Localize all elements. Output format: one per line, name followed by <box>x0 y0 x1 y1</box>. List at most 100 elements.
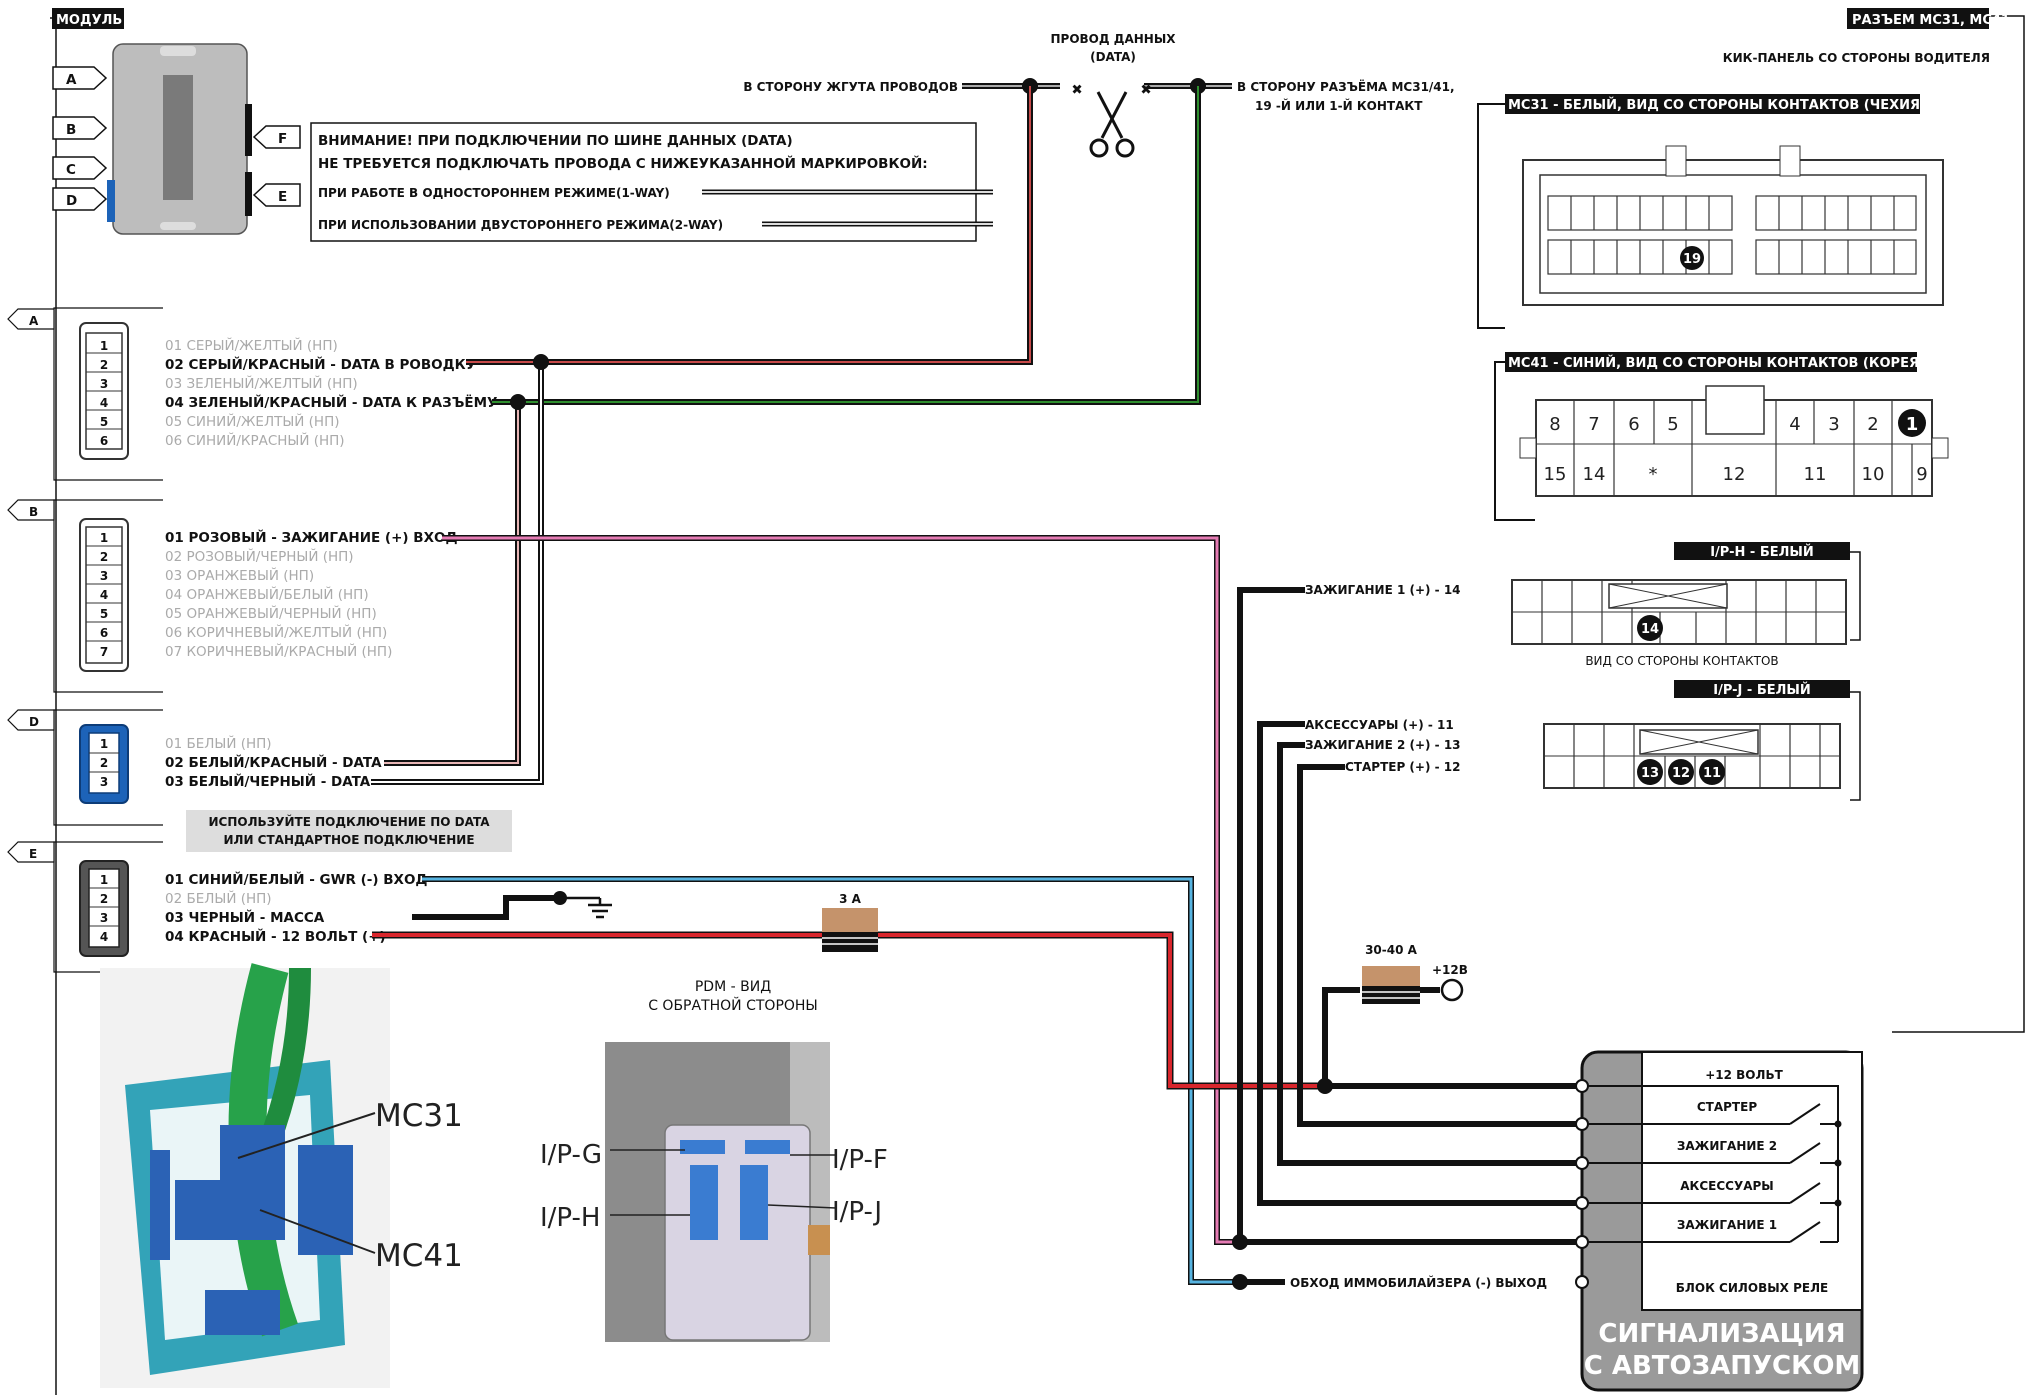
svg-text:4: 4 <box>1789 414 1800 435</box>
wiring <box>371 86 1585 1290</box>
d-wire-2: 02 БЕЛЫЙ/КРАСНЫЙ - DATA <box>165 754 382 771</box>
svg-text:2: 2 <box>1867 414 1878 435</box>
svg-text:6: 6 <box>1628 414 1639 435</box>
ip-h-pin-14: 14 <box>1641 622 1659 637</box>
pdm-ipf-label: I/P-F <box>832 1145 888 1175</box>
connector-b-pins: 1 2 3 4 5 6 7 <box>86 531 122 659</box>
cut-mark-left: ✖ <box>1071 82 1082 98</box>
data-wire-title2: (DATA) <box>1090 50 1136 64</box>
pdm-iph-label: I/P-H <box>540 1203 600 1233</box>
mc31-title: MC31 - БЕЛЫЙ, ВИД СО СТОРОНЫ КОНТАКТОВ (… <box>1508 97 1926 113</box>
svg-text:3: 3 <box>100 775 108 789</box>
b-wire-2: 02 РОЗОВЫЙ/ЧЕРНЫЙ (НП) <box>165 547 354 565</box>
data-to-conn2: 19 -Й ИЛИ 1-Й КОНТАКТ <box>1255 98 1423 113</box>
svg-text:3: 3 <box>100 911 108 925</box>
kick-panel-photo: MC31 MC41 <box>100 963 463 1388</box>
wire-d02-white-red <box>384 402 521 766</box>
a-wire-3: 03 ЗЕЛЕНЫЙ/ЖЕЛТЫЙ (НП) <box>165 374 358 392</box>
relay-terminals <box>1575 1079 1589 1289</box>
connector-a-tag: A <box>29 314 39 328</box>
e-wire-2: 02 БЕЛЫЙ (НП) <box>165 889 272 907</box>
connector-e-tag: E <box>29 847 37 861</box>
relay-plus12: +12 ВОЛЬТ <box>1705 1068 1783 1082</box>
svg-text:1: 1 <box>100 339 108 353</box>
a-wire-5: 05 СИНИЙ/ЖЕЛТЫЙ (НП) <box>165 412 340 430</box>
svg-text:12: 12 <box>1723 464 1746 485</box>
module-connector-tags: A B C D F E <box>52 66 301 211</box>
svg-text:2: 2 <box>100 756 108 770</box>
connector-d-tag: D <box>29 715 39 729</box>
relay-contacts <box>1585 1085 1839 1243</box>
pdm-ipj-label: I/P-J <box>832 1197 882 1227</box>
svg-text:1: 1 <box>100 531 108 545</box>
connector-e-section: E 1 2 3 4 01 СИНИЙ/БЕЛЫЙ - GWR (-) ВХОД … <box>7 841 427 973</box>
e-wire-4: 04 КРАСНЫЙ - 12 ВОЛЬТ (+) <box>165 928 386 945</box>
b-wire-5: 05 ОРАНЖЕВЫЙ/ЧЕРНЫЙ (НП) <box>165 604 377 622</box>
relay-block-name: БЛОК СИЛОВЫХ РЕЛЕ <box>1676 1281 1828 1295</box>
svg-text:8: 8 <box>1549 414 1560 435</box>
out-ign2-label: ЗАЖИГАНИЕ 2 (+) - 13 <box>1305 738 1461 752</box>
svg-text:14: 14 <box>1583 464 1606 485</box>
scissors-icon <box>1089 91 1135 158</box>
ip-j-pin-13: 13 <box>1641 766 1659 781</box>
ip-h-title: I/P-H - БЕЛЫЙ <box>1710 544 1814 560</box>
pdm-caption2: С ОБРАТНОЙ СТОРОНЫ <box>648 996 818 1014</box>
svg-text:11: 11 <box>1804 464 1827 485</box>
module-tag-e: E <box>278 189 287 205</box>
svg-text:5: 5 <box>100 607 108 621</box>
right-header: РАЗЪЕМ MC31, MC41 КИК-ПАНЕЛЬ СО СТОРОНЫ … <box>1723 8 2025 1033</box>
svg-text:4: 4 <box>100 930 108 944</box>
wire-out-starter <box>1297 764 1585 1127</box>
note-line1: ИСПОЛЬЗУЙТЕ ПОДКЛЮЧЕНИЕ ПО DATA <box>208 814 490 829</box>
d-wire-1: 01 БЕЛЫЙ (НП) <box>165 734 272 752</box>
svg-text:7: 7 <box>100 645 108 659</box>
out-ign1-label: ЗАЖИГАНИЕ 1 (+) - 14 <box>1305 583 1461 597</box>
fuse-30-40a: 30-40 A +12В <box>1362 943 1468 1004</box>
svg-text:5: 5 <box>1667 414 1678 435</box>
mc41-connector: MC41 - СИНИЙ, ВИД СО СТОРОНЫ КОНТАКТОВ (… <box>1494 352 1949 521</box>
mc41-bottom-pins: 15 14 * 12 11 10 9 <box>1544 464 1928 485</box>
svg-text:10: 10 <box>1862 464 1885 485</box>
connector-b-tag: B <box>29 505 38 519</box>
b-wire-6: 06 КОРИЧНЕВЫЙ/ЖЕЛТЫЙ (НП) <box>165 623 387 641</box>
warning-line2: НЕ ТРЕБУЕТСЯ ПОДКЛЮЧАТЬ ПРОВОДА С НИЖЕУК… <box>318 155 928 172</box>
alarm-unit: +12 ВОЛЬТ СТАРТЕР ЗАЖИГАНИЕ 2 АКСЕССУАРЫ… <box>1575 1050 1864 1392</box>
b-wire-4: 04 ОРАНЖЕВЫЙ/БЕЛЫЙ (НП) <box>165 585 369 603</box>
svg-text:9: 9 <box>1916 464 1927 485</box>
cut-mark-right: ✖ <box>1140 82 1151 98</box>
relay-ign2: ЗАЖИГАНИЕ 2 <box>1677 1139 1777 1153</box>
wire-out-ign1 <box>1237 587 1585 1245</box>
relay-starter: СТАРТЕР <box>1697 1100 1757 1114</box>
warning-line1: ВНИМАНИЕ! ПРИ ПОДКЛЮЧЕНИИ ПО ШИНЕ ДАННЫХ… <box>318 133 793 149</box>
wire-out-acc <box>1257 721 1585 1206</box>
kick-mc31-label: MC31 <box>375 1098 463 1134</box>
e-wire-1: 01 СИНИЙ/БЕЛЫЙ - GWR (-) ВХОД <box>165 871 427 888</box>
wire-out-ign2 <box>1277 742 1585 1166</box>
wire-e03-black-ground <box>412 895 560 920</box>
ip-h-connector: I/P-H - БЕЛЫЙ 14 ВИД СО СТОРОНЫ КОНТАКТО… <box>1511 542 1861 668</box>
pdm-caption1: PDM - ВИД <box>695 979 771 995</box>
svg-text:3: 3 <box>1828 414 1839 435</box>
data-wire-title1: ПРОВОД ДАННЫХ <box>1051 32 1177 46</box>
alarm-title1: СИГНАЛИЗАЦИЯ <box>1598 1319 1845 1349</box>
svg-text:6: 6 <box>100 626 108 640</box>
e-wire-3: 03 ЧЕРНЫЙ - МАССА <box>165 909 325 926</box>
connector-b-section: B 1 2 3 4 5 6 7 01 РОЗОВЫЙ - ЗАЖИГАНИЕ (… <box>7 499 458 693</box>
right-header-subtitle: КИК-ПАНЕЛЬ СО СТОРОНЫ ВОДИТЕЛЯ <box>1723 51 1990 65</box>
ip-j-pin-11: 11 <box>1703 766 1721 781</box>
warning-twoway: ПРИ ИСПОЛЬЗОВАНИИ ДВУСТОРОННЕГО РЕЖИМА(2… <box>318 218 723 232</box>
b-wire-7: 07 КОРИЧНЕВЫЙ/КРАСНЫЙ (НП) <box>165 642 392 660</box>
a-wire-4: 04 ЗЕЛЕНЫЙ/КРАСНЫЙ - DATA К РАЗЪЁМУ <box>165 394 497 411</box>
fuse-3a-label: 3 A <box>839 892 862 906</box>
data-to-conn1: В СТОРОНУ РАЗЪЁМА MC31/41, <box>1237 79 1455 94</box>
ip-j-pin-12: 12 <box>1672 766 1690 781</box>
relay-acc: АКСЕССУАРЫ <box>1680 1179 1773 1193</box>
out-immo-label: ОБХОД ИММОБИЛАЙЗЕРА (-) ВЫХОД <box>1290 1275 1547 1290</box>
svg-text:2: 2 <box>100 550 108 564</box>
svg-text:4: 4 <box>100 396 108 410</box>
ip-j-connector: I/P-J - БЕЛЫЙ 13 12 11 <box>1543 680 1861 801</box>
b-wire-1: 01 РОЗОВЫЙ - ЗАЖИГАНИЕ (+) ВХОД <box>165 529 458 546</box>
ip-h-caption: ВИД СО СТОРОНЫ КОНТАКТОВ <box>1585 654 1778 668</box>
svg-text:1: 1 <box>100 737 108 751</box>
connector-d-section: D 1 2 3 01 БЕЛЫЙ (НП) 02 БЕЛЫЙ/КРАСНЫЙ -… <box>7 709 382 826</box>
